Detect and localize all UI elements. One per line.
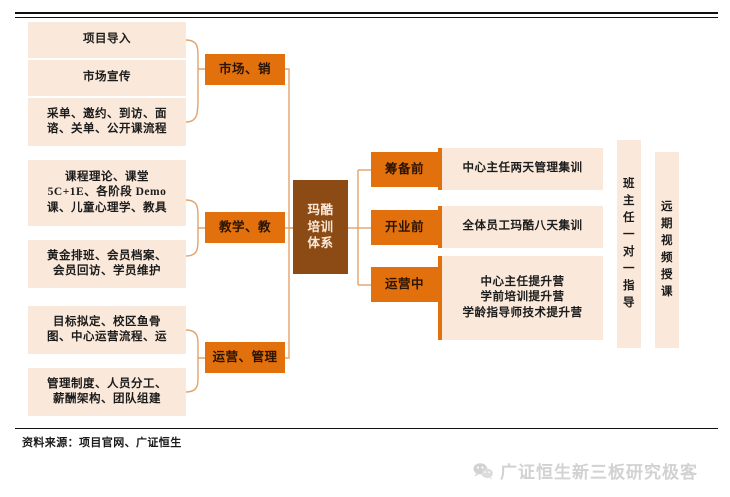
vertical-char: 授 xyxy=(661,269,673,282)
vertical-char: 主 xyxy=(623,194,635,207)
left-item-box: 黄金排班、会员档案、 会员回访、学员维护 xyxy=(28,240,186,288)
source-note: 资料来源：项目官网、广证恒生 xyxy=(22,437,182,449)
vertical-char: 班 xyxy=(623,177,635,190)
stage-label: 筹备前 xyxy=(384,162,424,177)
hub-label: 市场、销 xyxy=(218,62,271,77)
left-item-text: 管理制度、人员分工、 xyxy=(47,377,167,390)
stage-detail-box: 中心主任提升营 学前培训提升营 学龄指导师技术提升营 xyxy=(438,256,603,340)
left-item-box: 管理制度、人员分工、 薪酬架构、团队组建 xyxy=(28,368,186,416)
vertical-char: 一 xyxy=(623,263,635,276)
left-item-text: 采单、邀约、到访、面 xyxy=(47,107,167,120)
top-rule xyxy=(15,12,718,18)
bottom-rule xyxy=(15,428,718,429)
watermark: 广证恒生新三板研究极客 xyxy=(472,458,698,483)
center-node: 玛酷 培训 体系 xyxy=(293,180,348,274)
stage-detail-line: 全体员工玛酷八天集训 xyxy=(462,220,583,233)
left-item-box: 市场宣传 xyxy=(28,60,186,96)
left-item-text: 图、中心运营流程、运 xyxy=(47,331,167,343)
left-item-text: 黄金排班、会员档案、 xyxy=(47,249,167,262)
vertical-char: 视 xyxy=(661,234,673,247)
left-item-box: 采单、邀约、到访、面 谘、关单、公开课流程 xyxy=(28,98,186,146)
left-item-text: 课程理论、课堂 xyxy=(65,171,149,184)
left-item-text: 项目导入 xyxy=(83,33,131,46)
stage-node-pre-preparation: 筹备前 xyxy=(371,152,438,187)
vertical-char: 期 xyxy=(661,217,673,230)
left-item-text: 薪酬架构、团队组建 xyxy=(53,393,161,405)
left-item-text: 课、儿童心理学、教具 xyxy=(47,201,167,214)
vertical-char: 课 xyxy=(661,286,673,299)
stage-detail-box: 中心主任两天管理集训 xyxy=(438,148,603,190)
stage-label: 开业前 xyxy=(384,220,424,235)
center-node-line: 体系 xyxy=(307,236,334,251)
stage-node-in-operation: 运营中 xyxy=(371,267,438,302)
vertical-box-homeroom-guidance: 班 主 任 一 对 一 指 导 xyxy=(617,140,641,348)
hub-label: 教学、教 xyxy=(218,220,271,235)
left-item-text: 谘、关单、公开课流程 xyxy=(47,123,167,135)
stage-detail-box: 全体员工玛酷八天集训 xyxy=(438,206,603,248)
center-node-line: 玛酷 xyxy=(307,203,334,218)
watermark-text: 广证恒生新三板研究极客 xyxy=(500,463,698,482)
left-item-text: 5C+1E、各阶段 Demo xyxy=(47,186,167,199)
hub-node-marketing: 市场、销 xyxy=(205,54,285,85)
vertical-char: 远 xyxy=(661,200,673,213)
left-item-text: 会员回访、学员维护 xyxy=(53,265,161,277)
stage-node-pre-opening: 开业前 xyxy=(371,210,438,245)
left-item-box: 目标拟定、校区鱼骨 图、中心运营流程、运 xyxy=(28,306,186,354)
stage-detail-line: 中心主任提升营 xyxy=(480,276,565,289)
center-node-line: 培训 xyxy=(307,219,334,234)
vertical-char: 对 xyxy=(623,246,635,258)
vertical-box-remote-video-teaching: 远 期 视 频 授 课 xyxy=(655,152,679,348)
vertical-char: 任 xyxy=(623,211,635,224)
stage-label: 运营中 xyxy=(384,277,424,292)
hub-node-operations: 运营、管理 xyxy=(205,342,285,373)
left-item-text: 市场宣传 xyxy=(83,71,131,84)
left-item-box: 课程理论、课堂 5C+1E、各阶段 Demo 课、儿童心理学、教具 xyxy=(28,160,186,226)
vertical-char: 指 xyxy=(623,280,635,293)
hub-node-teaching: 教学、教 xyxy=(205,212,285,243)
stage-detail-line: 中心主任两天管理集训 xyxy=(462,162,583,175)
vertical-char: 一 xyxy=(623,228,635,241)
vertical-char: 导 xyxy=(623,297,635,310)
left-item-box: 项目导入 xyxy=(28,22,186,58)
stage-detail-line: 学前培训提升营 xyxy=(480,291,565,304)
hub-label: 运营、管理 xyxy=(212,350,278,365)
left-item-text: 目标拟定、校区鱼骨 xyxy=(53,315,161,328)
stage-detail-line: 学龄指导师技术提升营 xyxy=(462,306,583,319)
vertical-char: 频 xyxy=(661,252,673,264)
wechat-icon xyxy=(473,462,493,479)
